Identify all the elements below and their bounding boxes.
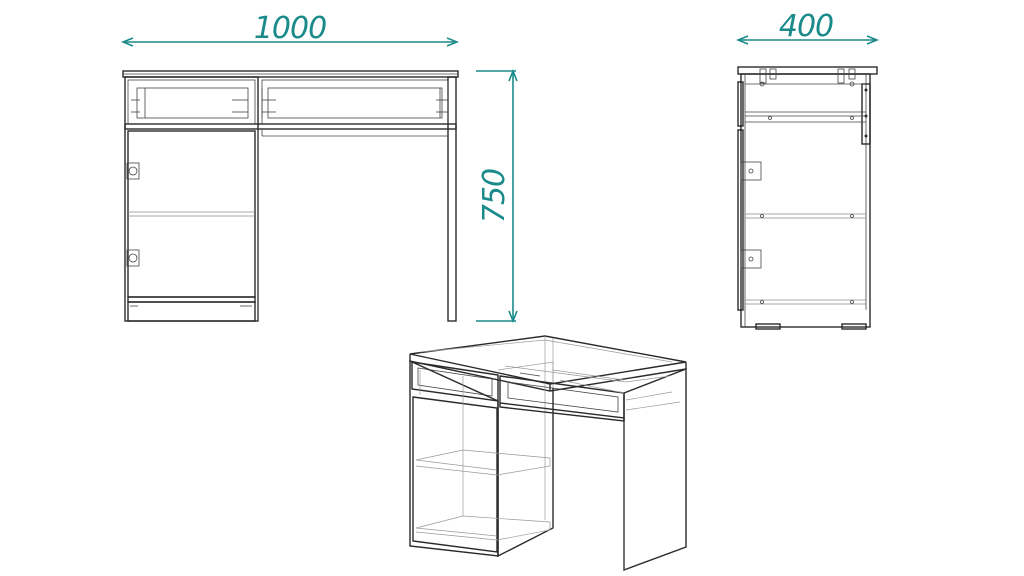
dimension-width: 1000 [123, 11, 456, 71]
front-view [122, 70, 459, 322]
dimension-depth-label: 400 [779, 9, 833, 44]
dimension-height: 750 [476, 71, 516, 321]
side-view [737, 66, 878, 330]
dimension-depth: 400 [739, 9, 876, 44]
isometric-view [409, 335, 687, 572]
dimension-width-label: 1000 [254, 11, 326, 46]
dimension-height-label: 750 [477, 169, 512, 223]
